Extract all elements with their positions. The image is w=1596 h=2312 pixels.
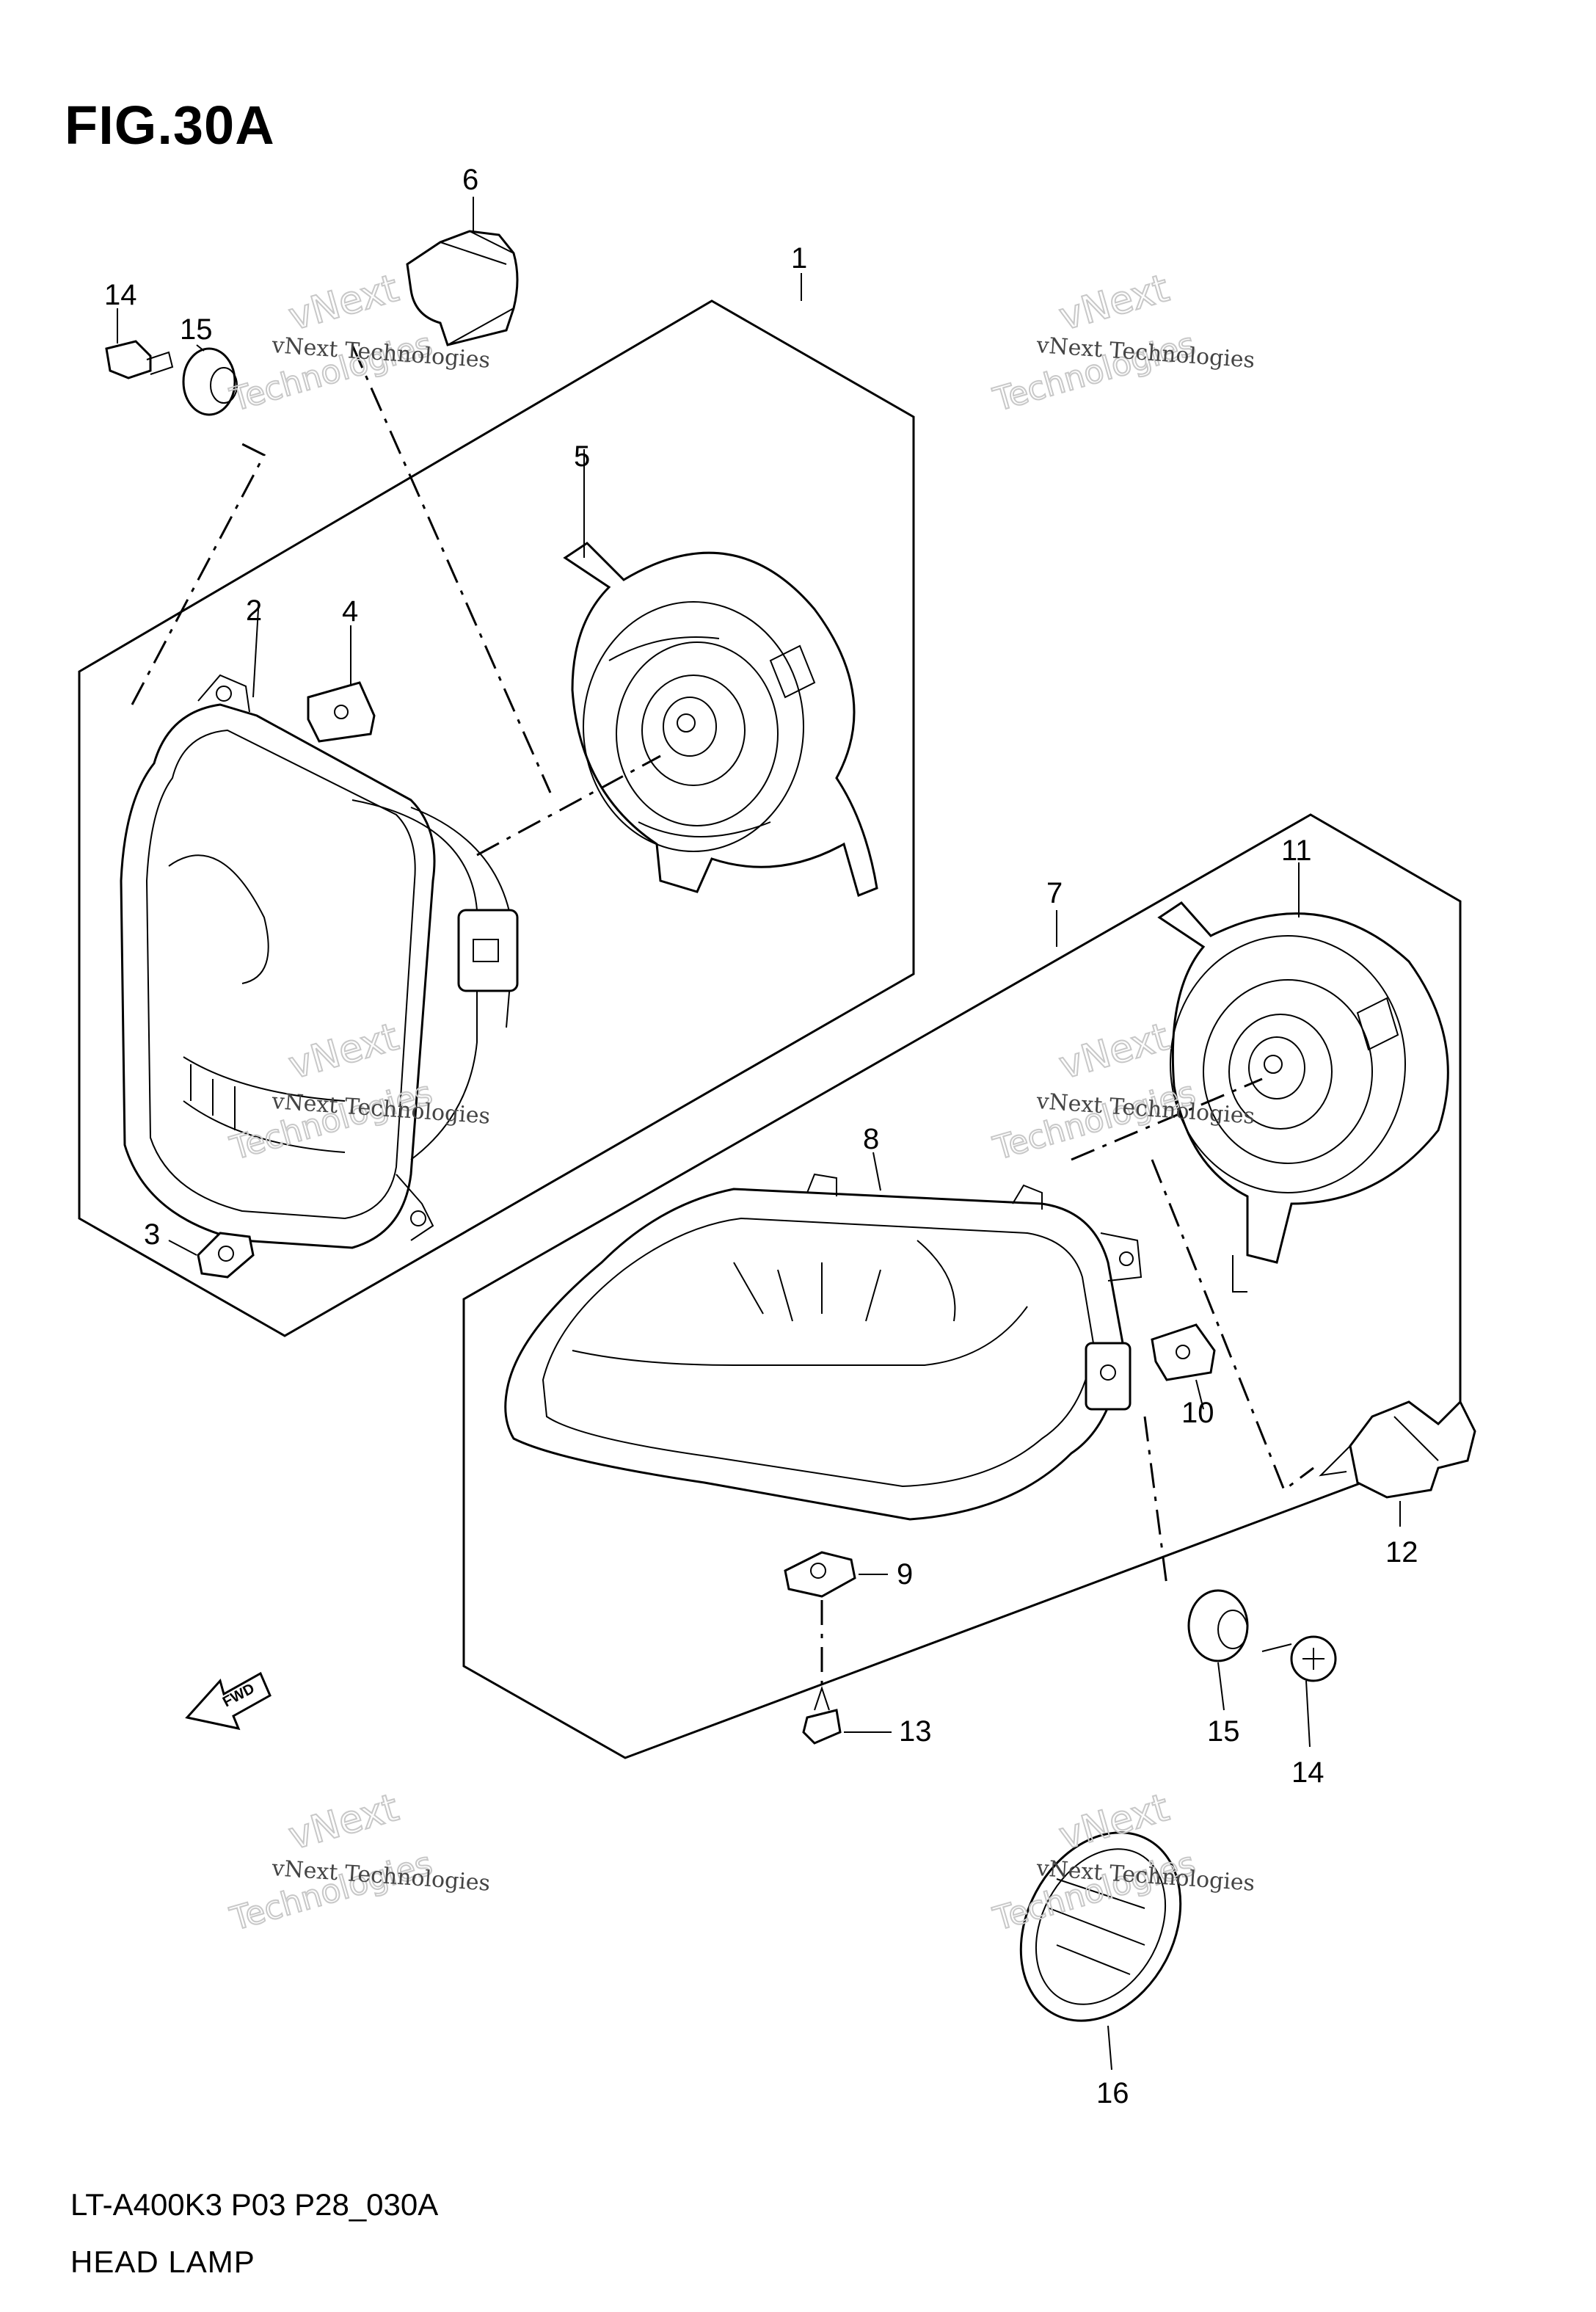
- callout-3: 3: [144, 1218, 160, 1251]
- figure-name: HEAD LAMP: [70, 2244, 255, 2279]
- callout-numbers: 1 2 3 4 5 6 7 8 9 10 11 12 13 14 15 14 1…: [104, 164, 1418, 2109]
- callout-14-top: 14: [104, 279, 137, 311]
- assembly-line-a: [131, 439, 266, 705]
- bulb-part-6: [406, 230, 519, 346]
- callout-16: 16: [1096, 2077, 1129, 2109]
- assembly-line-e: [1151, 1159, 1314, 1492]
- callout-15-top: 15: [180, 313, 213, 346]
- clip-part-3: [197, 1232, 255, 1279]
- callout-11: 11: [1281, 835, 1312, 867]
- callout-15-bottom: 15: [1207, 1715, 1240, 1748]
- watermark-top-right: vNext Technologies vNext Technologies: [988, 266, 1256, 420]
- svg-text:vNext: vNext: [1054, 266, 1174, 340]
- callout-8: 8: [863, 1123, 879, 1155]
- lamp-unit-part-8: [504, 1173, 1143, 1521]
- socket-part-11: [1157, 901, 1449, 1293]
- assembly-line-d: [1071, 1077, 1263, 1161]
- grommet-part-15-top: [182, 347, 238, 416]
- svg-text:vNext: vNext: [1054, 1015, 1174, 1088]
- leader-lines: [117, 197, 1401, 2071]
- callout-12: 12: [1385, 1536, 1418, 1568]
- screw-part-13: [802, 1685, 842, 1745]
- figure-title: FIG.30A: [65, 95, 275, 156]
- callout-9: 9: [897, 1558, 913, 1591]
- clip-part-4: [307, 681, 376, 743]
- callout-13: 13: [899, 1715, 932, 1748]
- callout-5: 5: [574, 440, 590, 473]
- callout-14-bottom: 14: [1291, 1756, 1324, 1789]
- callout-1: 1: [791, 242, 807, 275]
- fwd-arrow-icon: FWD: [185, 1671, 272, 1731]
- screw-part-14-bottom: [1261, 1635, 1337, 1682]
- svg-text:vNext: vNext: [284, 266, 404, 340]
- callout-10: 10: [1181, 1397, 1214, 1429]
- lamp-unit-part-2: [120, 674, 519, 1249]
- socket-part-5: [563, 542, 878, 898]
- callout-2: 2: [246, 595, 262, 627]
- callout-7: 7: [1046, 877, 1063, 909]
- grommet-part-15-bottom: [1187, 1589, 1249, 1662]
- figure-code: LT-A400K3 P03 P28_030A: [70, 2187, 439, 2222]
- callout-4: 4: [342, 595, 358, 628]
- assembly-line-g: [1143, 1416, 1168, 1586]
- assembly-line-b: [351, 344, 552, 793]
- svg-text:vNext: vNext: [284, 1786, 404, 1859]
- clip-part-10: [1151, 1323, 1216, 1381]
- clip-part-9: [784, 1551, 856, 1598]
- watermark-bottom-left: vNext Technologies vNext Technologies: [225, 1785, 491, 1939]
- screw-part-14-top: [105, 340, 174, 379]
- reflector-part-16: [1019, 1831, 1182, 2022]
- assembly-line-c: [476, 755, 661, 857]
- bulb-part-12: [1319, 1400, 1476, 1499]
- callout-6: 6: [462, 164, 478, 196]
- assembly-frame-1: [78, 299, 915, 1337]
